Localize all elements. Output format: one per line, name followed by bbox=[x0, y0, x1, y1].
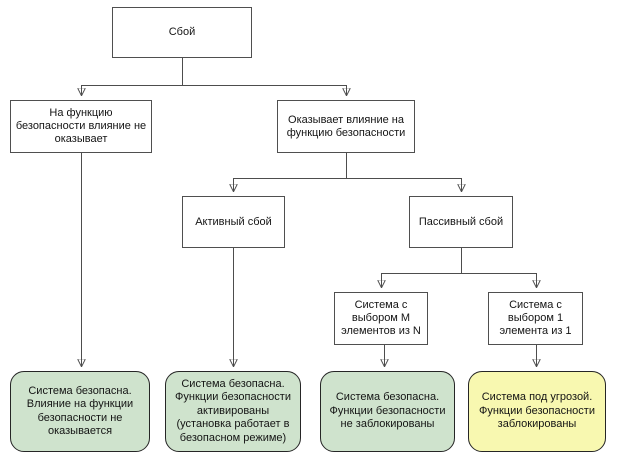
outcome-system-safe-no-effect-label: Система безопасна. Влияние на функции бе… bbox=[26, 384, 134, 438]
outcome-system-safe-not-blocked-label: Система безопасна. Функции безопасности … bbox=[329, 391, 446, 431]
node-affects-safety-function: Оказывает влияние на функцию безопасност… bbox=[277, 100, 415, 153]
node-passive-failure: Пассивный сбой bbox=[409, 196, 513, 248]
node-failure-label: Сбой bbox=[168, 26, 196, 38]
node-active-failure-label: Активный сбой bbox=[195, 215, 272, 228]
node-no-effect-on-safety-function: На функцию безопасности влияние не оказы… bbox=[10, 100, 152, 153]
outcome-system-safe-not-blocked: Система безопасна. Функции безопасности … bbox=[320, 371, 455, 452]
node-failure: Сбой bbox=[112, 7, 252, 58]
node-system-m-of-n-label: Система с выбором M элементов из N bbox=[341, 299, 421, 337]
node-active-failure: Активный сбой bbox=[182, 196, 285, 248]
outcome-system-at-risk-blocked: Система под угрозой. Функции безопасност… bbox=[468, 371, 606, 452]
outcome-system-safe-functions-activated: Система безопасна. Функции безопасности … bbox=[165, 371, 301, 452]
outcome-system-safe-no-effect: Система безопасна. Влияние на функции бе… bbox=[10, 371, 150, 452]
node-affects-label: Оказывает влияние на функцию безопасност… bbox=[286, 113, 406, 139]
outcome-system-safe-functions-activated-label: Система безопасна. Функции безопасности … bbox=[175, 377, 291, 444]
node-system-1-of-1-label: Система с выбором 1 элемента из 1 bbox=[499, 299, 572, 337]
outcome-system-at-risk-blocked-label: Система под угрозой. Функции безопасност… bbox=[479, 391, 595, 431]
node-passive-failure-label: Пассивный сбой bbox=[418, 215, 504, 228]
node-system-m-of-n: Система с выбором M элементов из N bbox=[334, 292, 428, 345]
node-no-effect-label: На функцию безопасности влияние не оказы… bbox=[15, 107, 147, 145]
node-system-1-of-1: Система с выбором 1 элемента из 1 bbox=[488, 292, 583, 345]
